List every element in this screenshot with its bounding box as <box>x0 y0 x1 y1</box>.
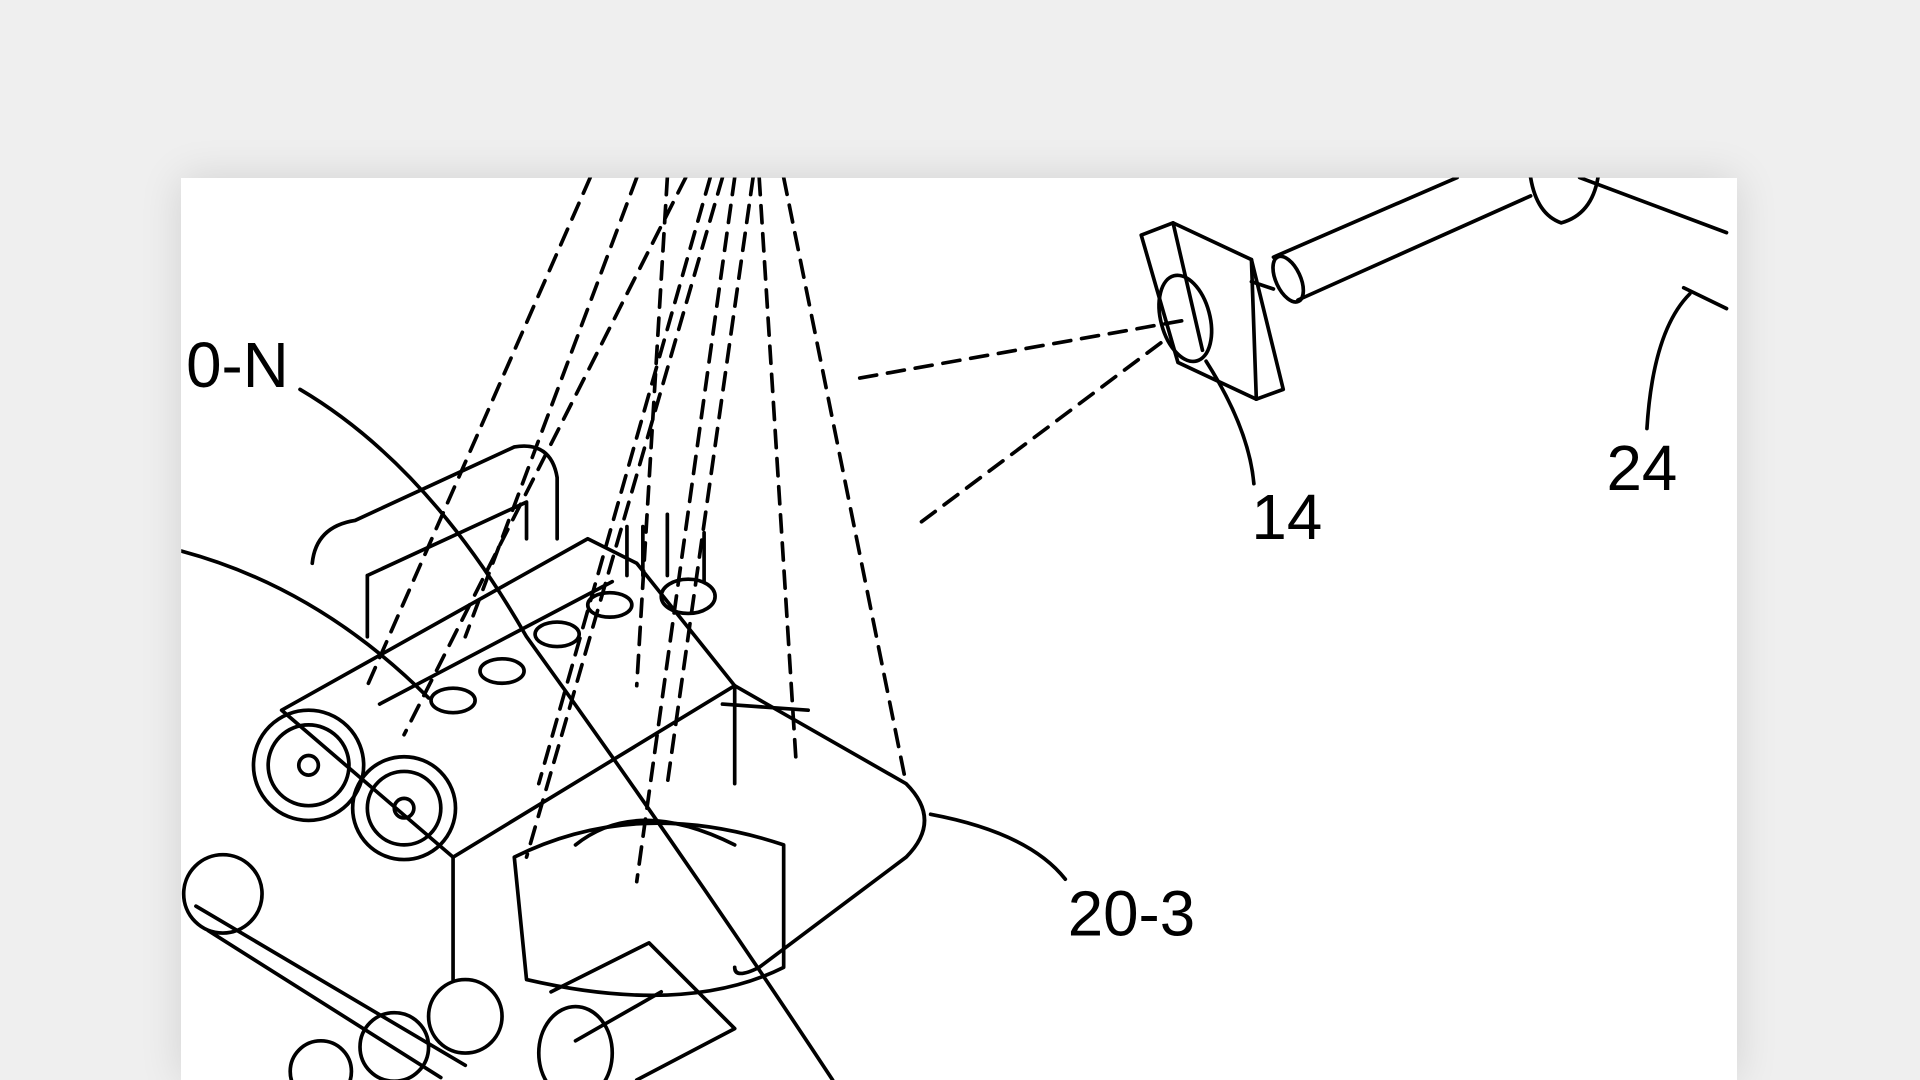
leader-line-20-3 <box>928 812 1068 882</box>
sensor-beams <box>365 177 1184 884</box>
robot-arm <box>1249 177 1729 431</box>
label-hose-20-3: 20-3 <box>1068 879 1195 950</box>
patent-figure-card <box>181 178 1737 1080</box>
label-engine-partial: 0-N <box>186 330 289 401</box>
label-arm-24: 24 <box>1607 433 1678 504</box>
label-sensor-14: 14 <box>1251 482 1322 553</box>
leader-line-left <box>181 549 431 700</box>
leader-line-14 <box>1204 359 1256 486</box>
sensor-device <box>1139 221 1286 486</box>
leader-line-engine <box>298 387 835 1080</box>
leader-line-24 <box>1645 292 1692 431</box>
engine <box>181 444 927 1080</box>
